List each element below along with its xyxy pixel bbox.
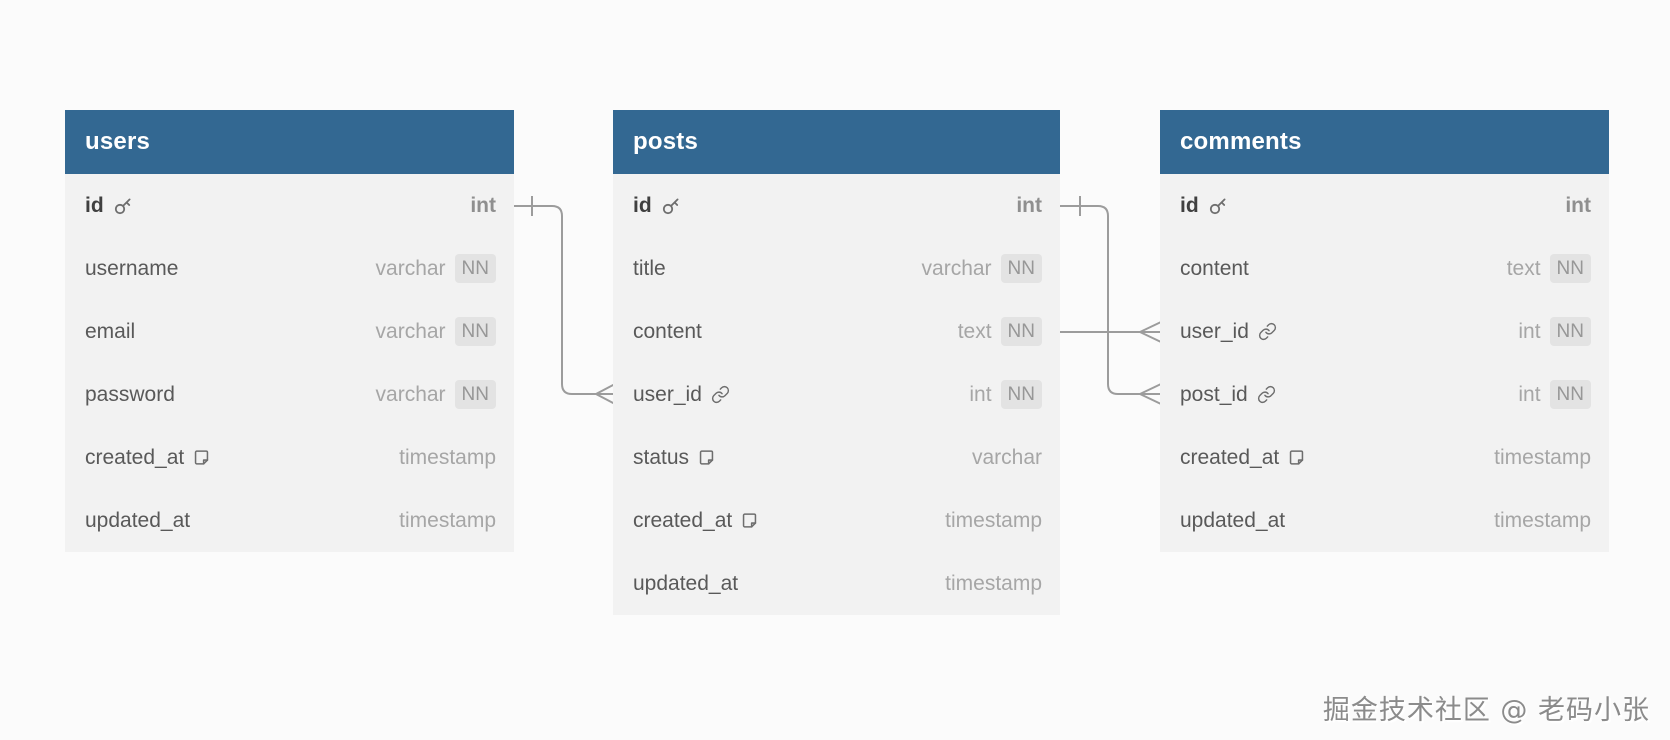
table-title: comments	[1180, 128, 1302, 155]
table-header[interactable]: users	[65, 110, 514, 174]
field-type: timestamp	[399, 508, 496, 532]
note-icon	[193, 449, 210, 466]
link-icon	[1258, 322, 1277, 341]
field-name: id	[1180, 194, 1228, 218]
key-icon	[1208, 196, 1228, 216]
key-icon	[661, 196, 681, 216]
field-name: password	[85, 382, 175, 406]
field-name: status	[633, 446, 715, 470]
not-null-badge: NN	[1549, 254, 1591, 283]
field-name: email	[85, 319, 136, 343]
not-null-badge: NN	[454, 317, 496, 346]
field-name: username	[85, 256, 179, 280]
table-header[interactable]: posts	[613, 110, 1060, 174]
table-title: posts	[633, 128, 699, 155]
table-row[interactable]: updated_at timestamp	[1160, 489, 1609, 552]
field-name: title	[633, 256, 666, 280]
table-row[interactable]: status varchar	[613, 426, 1060, 489]
watermark-text: 掘金技术社区 @ 老码小张	[1322, 695, 1650, 726]
key-icon	[113, 196, 133, 216]
field-type: timestamp	[1494, 445, 1591, 469]
field-name: id	[85, 194, 133, 218]
not-null-badge: NN	[454, 254, 496, 283]
field-name: updated_at	[633, 571, 739, 595]
link-icon	[1257, 385, 1276, 404]
field-type: varchar	[971, 445, 1042, 469]
relationship-users-posts	[514, 196, 616, 405]
field-type: timestamp	[945, 571, 1042, 595]
field-name: updated_at	[85, 508, 191, 532]
field-type: int	[470, 193, 496, 217]
table-header[interactable]: comments	[1160, 110, 1609, 174]
note-icon	[1288, 449, 1305, 466]
table-row[interactable]: updated_at timestamp	[613, 552, 1060, 615]
not-null-badge: NN	[1000, 317, 1042, 346]
note-icon	[741, 512, 758, 529]
table-title: users	[85, 128, 151, 155]
crow-foot	[1139, 383, 1162, 405]
not-null-badge: NN	[1000, 380, 1042, 409]
note-icon	[698, 449, 715, 466]
field-name: created_at	[85, 446, 210, 470]
field-name: content	[633, 319, 702, 343]
table-row[interactable]: updated_at timestamp	[65, 489, 514, 552]
crow-foot	[595, 383, 616, 405]
field-type: timestamp	[399, 445, 496, 469]
field-type: timestamp	[945, 508, 1042, 532]
field-name: user_id	[633, 383, 730, 407]
field-type: timestamp	[1494, 508, 1591, 532]
relationship-users-comments	[1056, 321, 1162, 343]
not-null-badge: NN	[1000, 254, 1042, 283]
table-row[interactable]: id int	[613, 174, 1060, 237]
field-name: post_id	[1180, 383, 1276, 407]
crow-foot	[1139, 321, 1162, 343]
not-null-badge: NN	[1549, 317, 1591, 346]
field-type: int	[1565, 193, 1591, 217]
field-name: user_id	[1180, 320, 1277, 344]
field-name: content	[1180, 256, 1249, 280]
relationship-posts-comments	[1060, 196, 1162, 405]
field-type: int	[1016, 193, 1042, 217]
table-row[interactable]: id int	[1160, 174, 1609, 237]
table-row[interactable]: created_at timestamp	[613, 489, 1060, 552]
field-name: id	[633, 194, 681, 218]
field-name: created_at	[633, 509, 758, 533]
table-row[interactable]: created_at timestamp	[1160, 426, 1609, 489]
table-row[interactable]: created_at timestamp	[65, 426, 514, 489]
table-row[interactable]: id int	[65, 174, 514, 237]
not-null-badge: NN	[1549, 380, 1591, 409]
not-null-badge: NN	[454, 380, 496, 409]
field-name: created_at	[1180, 446, 1305, 470]
link-icon	[711, 385, 730, 404]
field-name: updated_at	[1180, 508, 1286, 532]
